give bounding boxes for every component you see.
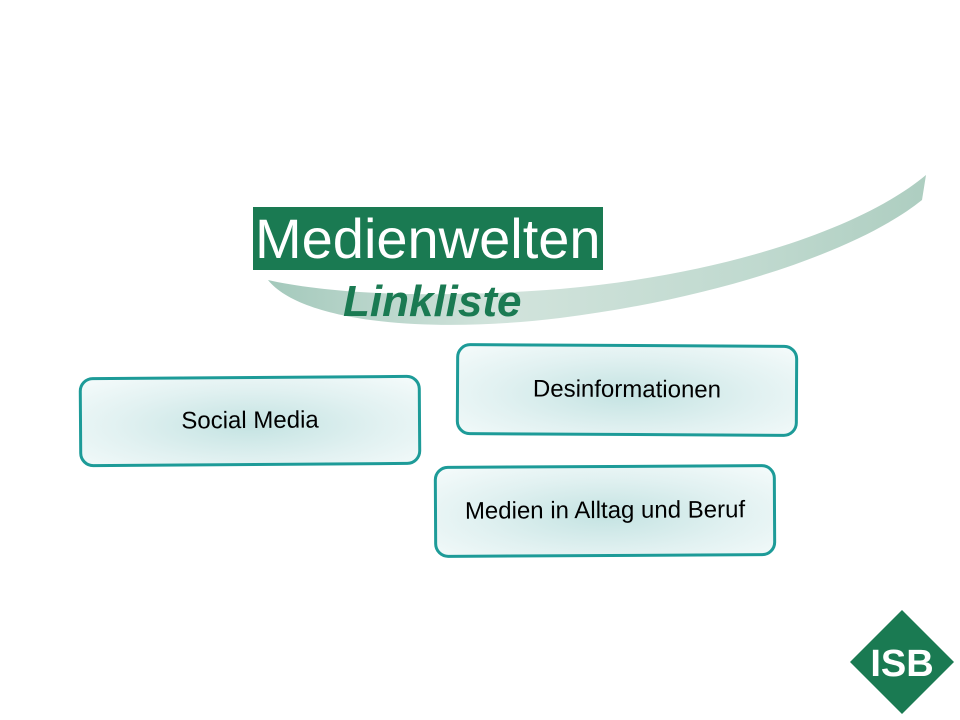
slide-title: Medienwelten: [253, 207, 603, 270]
medien-alltag-beruf-button[interactable]: Medien in Alltag und Beruf: [433, 464, 777, 558]
logo-text: ISB: [870, 643, 933, 685]
desinformationen-button[interactable]: Desinformationen: [455, 343, 799, 437]
social-media-button[interactable]: Social Media: [78, 374, 422, 468]
isb-logo-icon: ISB: [850, 610, 954, 714]
slide-subtitle: Linkliste: [343, 277, 522, 326]
